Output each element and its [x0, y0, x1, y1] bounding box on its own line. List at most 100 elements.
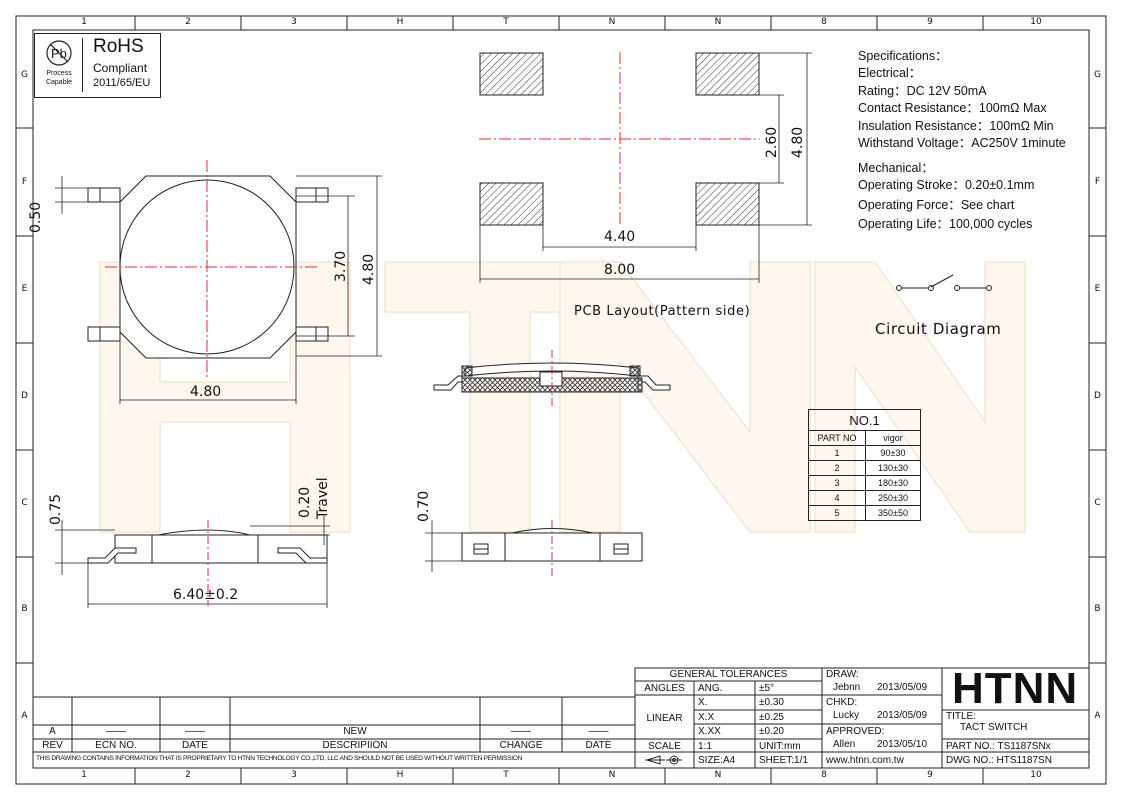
chkd-date: 2013/05/09 [877, 710, 928, 721]
zone-col-label: T [503, 17, 509, 27]
zone-row-label: B [1094, 604, 1101, 614]
scale-label: SCALE [648, 741, 681, 752]
rohs-compliant: Compliant [93, 61, 148, 75]
zone-col-label: N [608, 17, 616, 27]
zone-col-label: 1 [81, 17, 87, 27]
vigor-col-part: PART NO [808, 430, 866, 446]
zone-col-label: 1 [81, 770, 87, 780]
rohs-capable-label: Capable [45, 79, 73, 86]
company-logo: HTNN [952, 664, 1079, 713]
dim-front-height: 0.70 [416, 490, 432, 522]
zone-row-label: F [1094, 177, 1101, 187]
zone-row-label: B [21, 604, 28, 614]
x-value: ±0.30 [759, 697, 784, 708]
x-label: X. [698, 697, 708, 708]
vigor-value: 350±50 [865, 505, 921, 521]
rev-a: A [49, 726, 56, 737]
zone-col-label: N [714, 770, 722, 780]
description-header: DESCRIPIION [322, 740, 388, 751]
title-label: TITLE: [946, 711, 977, 722]
approved-date: 2013/05/10 [877, 739, 928, 750]
projection-symbol [645, 755, 682, 765]
spec-life: Operating Life：100,000 cycles [858, 217, 1033, 231]
change-date-header: DATE [585, 740, 612, 751]
zone-row-label: E [1094, 284, 1101, 294]
vigor-part-no: 2 [808, 460, 866, 476]
rev-a-cdate: —— [588, 726, 609, 737]
dim-side-height: 0.75 [48, 493, 64, 525]
xx-label: X.X [698, 712, 715, 723]
rohs-process-label: Process [46, 70, 72, 77]
spec-electrical: Electrical： [858, 66, 922, 80]
website: www.htnn.com.tw [826, 755, 904, 766]
zone-row-label: C [21, 498, 28, 508]
date-header: DATE [182, 740, 208, 751]
xx-value: ±0.25 [759, 712, 784, 723]
tolerances-title: GENERAL TOLERANCES [669, 669, 788, 680]
spec-heading: Specifications： [858, 49, 948, 63]
dim-body-width: 4.80 [190, 384, 222, 400]
vigor-part-no: 4 [808, 490, 866, 506]
inner-frame [32, 29, 1090, 769]
zone-col-label: 9 [927, 770, 933, 780]
revision-grid [33, 667, 1090, 769]
zone-col-label: 2 [185, 17, 191, 27]
rev-a-desc: NEW [343, 726, 367, 737]
spec-rating: Rating：DC 12V 50mA [858, 84, 987, 98]
xxx-value: ±0.20 [759, 726, 784, 737]
drawing-title: TACT SWITCH [960, 722, 1028, 733]
side-view [87, 529, 328, 564]
linear-label: LINEAR [646, 713, 683, 724]
scale-value: 1:1 [698, 741, 712, 752]
ang-value: ±5° [759, 683, 775, 694]
outer-frame [15, 15, 1107, 785]
circuit-diagram-label: Circuit Diagram [875, 320, 1002, 338]
spec-stroke: Operating Stroke：0.20±0.1mm [858, 178, 1035, 192]
zone-row-label: A [21, 711, 28, 721]
approved-name: Allen [833, 739, 856, 750]
zone-col-label: 8 [821, 17, 827, 27]
zone-col-label: 10 [1030, 17, 1042, 27]
dwg-number: DWG NO.: HTS1187SN [946, 755, 1052, 766]
approved-label: APPROVED: [826, 726, 885, 737]
vigor-col-vigor: vigor [865, 430, 921, 446]
ang-label: ANG. [698, 683, 723, 694]
zone-row-label: A [1094, 711, 1101, 721]
vigor-value: 180±30 [865, 475, 921, 491]
dim-pcb-pad-gap: 2.60 [764, 126, 780, 158]
dim-side-width: 6.40±0.2 [173, 587, 239, 603]
dim-travel-label: Travel [315, 477, 331, 519]
vigor-part-no: 5 [808, 505, 866, 521]
spec-mechanical: Mechanical： [858, 161, 934, 175]
ecn-header: ECN NO. [95, 740, 137, 751]
chkd-label: CHKD: [826, 697, 858, 708]
dim-pcb-inner-width: 4.40 [604, 229, 636, 245]
angles-label: ANGLES [644, 683, 685, 694]
proprietary-notice: THIS DRAWING CONTAINS INFORMATION THAT I… [36, 755, 523, 762]
lead-free-icon: Pb [46, 40, 72, 66]
dim-body-inner-height: 3.70 [333, 250, 349, 282]
zone-col-label: T [503, 770, 509, 780]
vigor-value: 250±30 [865, 490, 921, 506]
rev-a-ecn: —— [106, 726, 126, 737]
unit-value: UNIT:mm [759, 741, 801, 752]
zone-row-label: C [1094, 498, 1101, 508]
zone-row-label: F [21, 177, 28, 187]
vigor-table-title: NO.1 [808, 409, 921, 431]
draw-date: 2013/05/09 [877, 682, 928, 693]
zone-col-label: H [396, 17, 404, 27]
draw-name: Jebnn [833, 682, 861, 693]
zone-col-label: N [714, 17, 722, 27]
vigor-part-no: 1 [808, 445, 866, 461]
dim-pcb-outer-width: 8.00 [604, 262, 636, 278]
vigor-value: 90±30 [865, 445, 921, 461]
spec-contact: Contact Resistance：100mΩ Max [858, 101, 1047, 115]
dim-body-outer-height: 4.80 [361, 253, 377, 285]
part-number: PART NO.: TS1187SNx [946, 741, 1051, 752]
zone-col-label: 9 [927, 17, 933, 27]
zone-row-label: G [21, 70, 28, 80]
zone-col-label: 2 [185, 770, 191, 780]
chkd-name: Lucky [833, 710, 860, 721]
rohs-divider [82, 38, 83, 92]
